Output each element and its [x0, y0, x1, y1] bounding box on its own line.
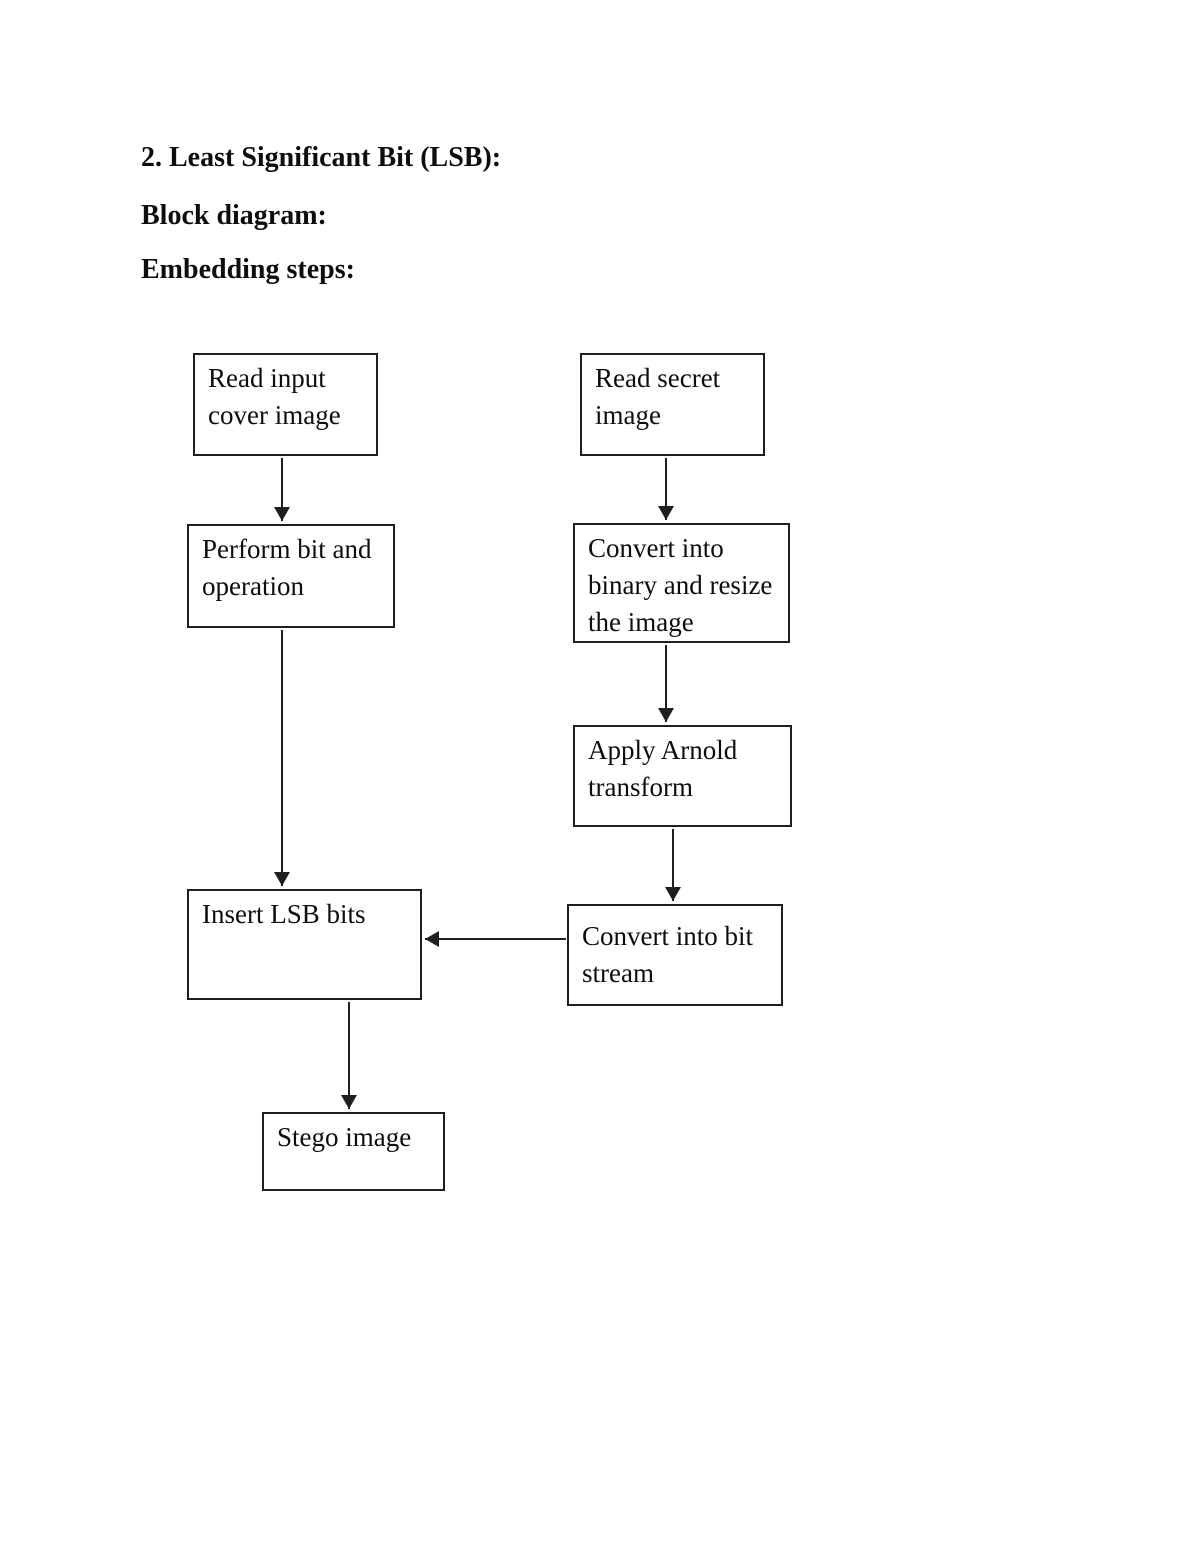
- node-convert-into-binary-and-resize: Convert into binary and resize the image: [573, 523, 790, 643]
- section-title: 2. Least Significant Bit (LSB):: [141, 142, 502, 173]
- node-convert-into-bit-stream: Convert into bit stream: [567, 904, 783, 1006]
- node-label: Read secret image: [595, 363, 721, 430]
- node-read-secret-image: Read secret image: [580, 353, 765, 456]
- node-insert-lsb-bits: Insert LSB bits: [187, 889, 422, 1000]
- node-label: Read input cover image: [208, 363, 341, 430]
- node-stego-image: Stego image: [262, 1112, 445, 1191]
- node-label: Perform bit and operation: [202, 534, 372, 601]
- node-apply-arnold-transform: Apply Arnold transform: [573, 725, 792, 827]
- node-perform-bit-and-operation: Perform bit and operation: [187, 524, 395, 628]
- node-label: Convert into bit stream: [582, 921, 753, 988]
- node-label: Insert LSB bits: [202, 899, 366, 929]
- embedding-steps-heading: Embedding steps:: [141, 254, 355, 285]
- node-label: Stego image: [277, 1122, 412, 1152]
- block-diagram-heading: Block diagram:: [141, 200, 327, 231]
- node-label: Apply Arnold transform: [588, 735, 738, 802]
- node-label: Convert into binary and resize the image: [588, 533, 773, 637]
- node-read-input-cover-image: Read input cover image: [193, 353, 378, 456]
